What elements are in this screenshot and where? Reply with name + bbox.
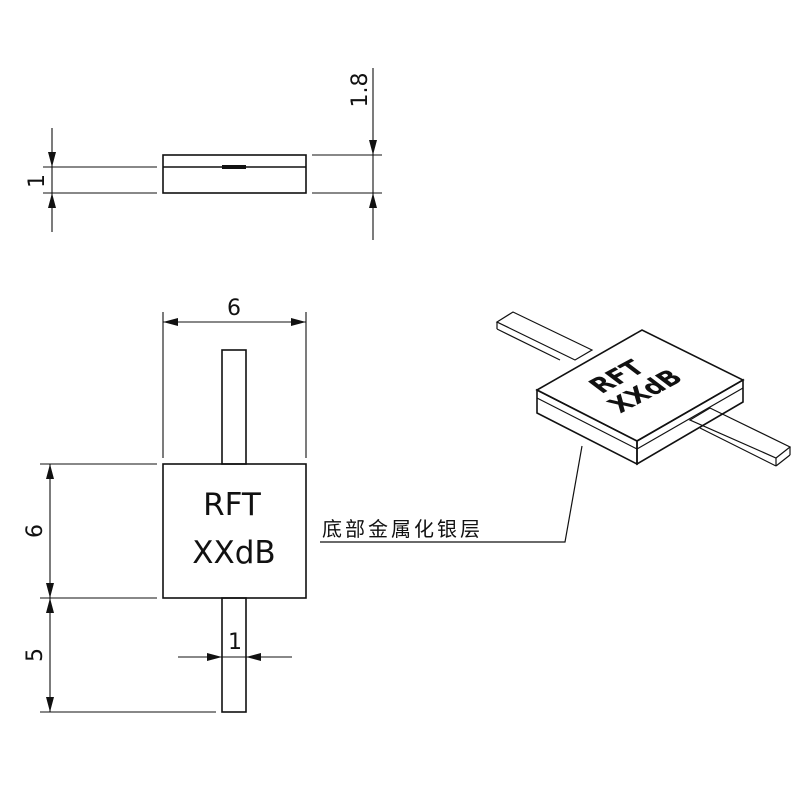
arrow-icon bbox=[46, 583, 54, 598]
side-view-height-label: 1.8 bbox=[348, 73, 373, 108]
isometric-body-top-face bbox=[535, 329, 745, 442]
arrow-icon bbox=[369, 193, 377, 208]
arrow-icon bbox=[48, 152, 56, 167]
arrow-icon bbox=[46, 697, 54, 712]
side-view-body bbox=[162, 154, 307, 194]
arrow-icon bbox=[369, 140, 377, 155]
isometric-back-lead bbox=[495, 311, 594, 361]
top-view-lower-lead bbox=[221, 597, 247, 713]
top-view-marking-line2: XXdB bbox=[192, 535, 275, 571]
top-view: RFT XXdB 6 6 5 1 bbox=[23, 296, 307, 713]
callout-label: 底部金属化银层 bbox=[322, 517, 483, 541]
isometric-front-lead bbox=[688, 407, 792, 459]
arrow-icon bbox=[246, 653, 261, 661]
side-view: 1 1.8 bbox=[25, 68, 382, 240]
top-view-body-height-label: 6 bbox=[23, 524, 48, 538]
top-view-lead-length-label: 5 bbox=[23, 648, 48, 662]
top-view-width-label: 6 bbox=[227, 296, 241, 321]
arrow-icon bbox=[163, 318, 178, 326]
callout: 底部金属化银层 bbox=[320, 445, 583, 543]
callout-leader-line bbox=[320, 445, 583, 543]
top-view-body bbox=[162, 463, 307, 599]
arrow-icon bbox=[291, 318, 306, 326]
arrow-icon bbox=[207, 653, 222, 661]
arrow-icon bbox=[46, 464, 54, 479]
top-view-upper-lead bbox=[221, 349, 247, 465]
top-view-marking-line1: RFT bbox=[203, 487, 262, 523]
side-view-thickness-label: 1 bbox=[25, 174, 50, 188]
arrow-icon bbox=[46, 598, 54, 613]
arrow-icon bbox=[48, 193, 56, 208]
top-view-lead-width-label: 1 bbox=[228, 630, 242, 655]
isometric-view: RFT XXdB bbox=[495, 311, 792, 467]
side-view-lead bbox=[222, 165, 246, 169]
